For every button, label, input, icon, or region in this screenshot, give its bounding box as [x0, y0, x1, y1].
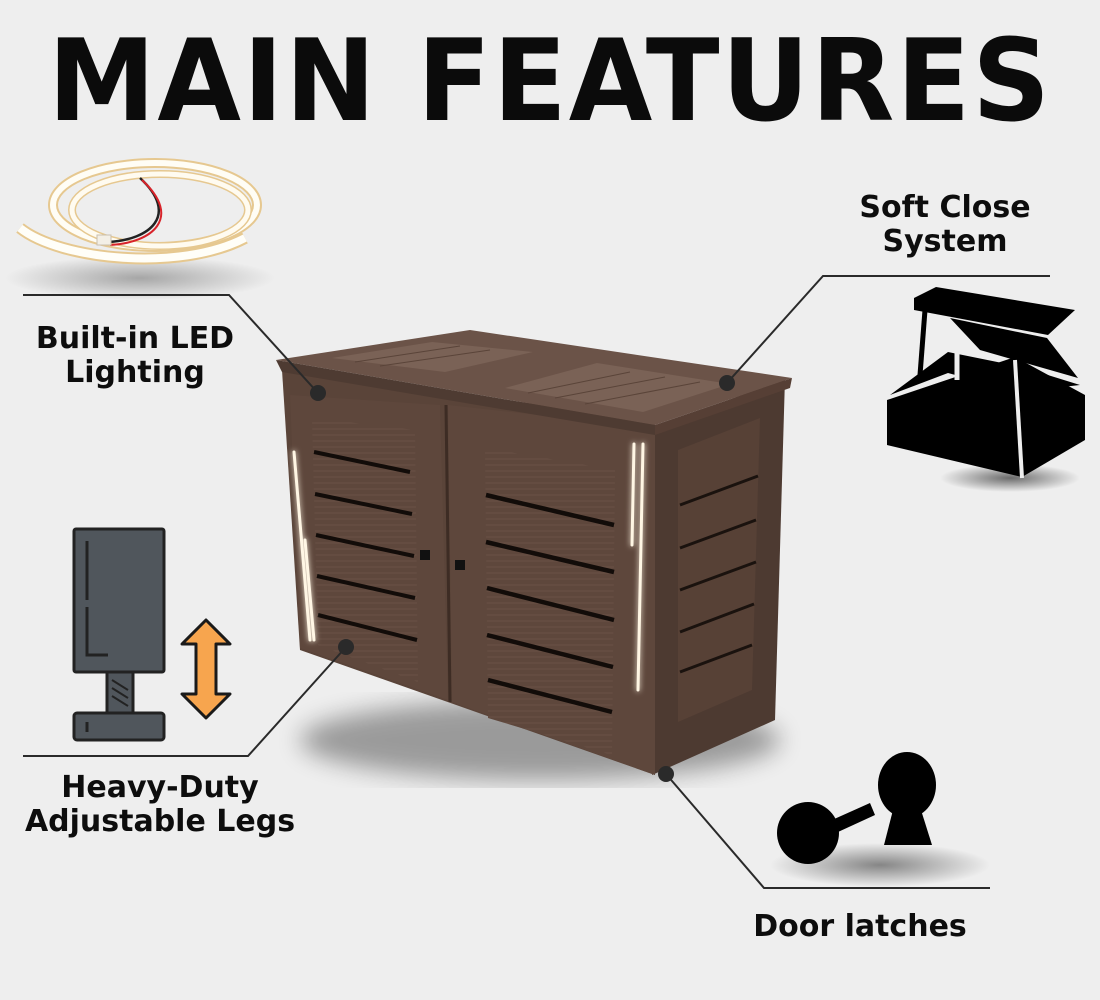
- feature-label-legs: Heavy-Duty Adjustable Legs: [10, 771, 310, 839]
- up-down-arrow-icon: [180, 618, 232, 720]
- feature-latches-line1: Door latches: [753, 909, 967, 944]
- feature-label-soft-close: Soft Close System: [830, 191, 1060, 259]
- left-door-handle: [420, 550, 430, 560]
- callout-dots: [310, 375, 735, 782]
- feature-soft-close-line1: Soft Close: [859, 190, 1031, 225]
- feature-legs-line2: Adjustable Legs: [24, 804, 296, 839]
- feature-led-line2: Lighting: [65, 355, 205, 390]
- open-box-icon: [887, 287, 1085, 492]
- feature-legs-line1: Heavy-Duty: [61, 770, 259, 805]
- feature-led-line1: Built-in LED: [35, 321, 235, 356]
- adjustable-leg-icon: [72, 527, 166, 742]
- right-door-handle: [455, 560, 465, 570]
- door-latch-icon: [770, 752, 990, 887]
- feature-label-latches: Door latches: [730, 910, 990, 944]
- feature-soft-close-line2: System: [882, 224, 1008, 259]
- page-title: MAIN FEATURES: [47, 15, 1053, 148]
- feature-label-led: Built-in LED Lighting: [20, 322, 250, 390]
- storage-cabinet: [276, 330, 792, 775]
- callout-lines: [23, 275, 1050, 889]
- led-strip-icon: [5, 158, 275, 300]
- led-lights: [292, 442, 645, 692]
